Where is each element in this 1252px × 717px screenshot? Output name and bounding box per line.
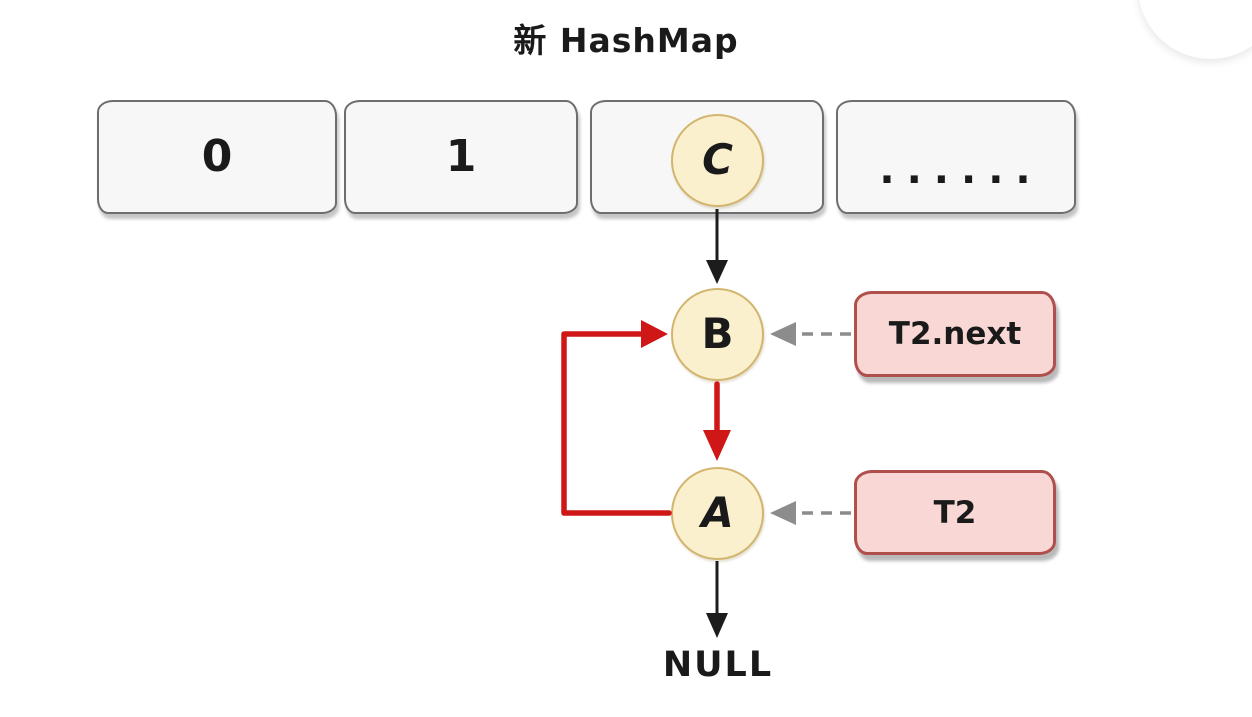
bucket-cell-ellipsis: ......: [836, 100, 1076, 214]
arrow-b-to-a-red: [703, 381, 731, 461]
arrow-c-to-b: [706, 209, 728, 284]
node-c: C: [671, 114, 764, 207]
bucket-cell-1: 1: [344, 100, 578, 214]
pointer-label-t2-next: T2.next: [854, 291, 1056, 377]
arrow-a-to-null: [706, 561, 728, 638]
node-b: B: [671, 288, 764, 381]
diagram-title: 新 HashMap: [513, 21, 739, 60]
node-a: A: [671, 467, 764, 560]
pointer-label-t2: T2: [854, 470, 1056, 555]
null-label: NULL: [662, 645, 774, 685]
dashed-arrow-t2next-to-b: [770, 322, 851, 346]
dashed-arrow-t2-to-a: [770, 501, 851, 525]
bucket-cell-0: 0: [97, 100, 337, 214]
loop-arrow-a-to-b-red: [561, 320, 672, 516]
